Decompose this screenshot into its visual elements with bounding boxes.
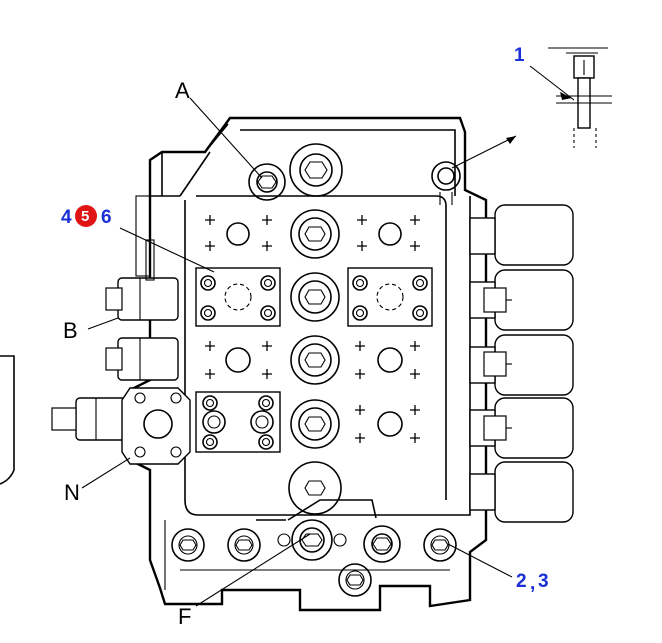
right-spool-caps <box>469 204 574 523</box>
cover-plate-lower <box>195 391 281 453</box>
bottom-fittings <box>171 499 457 597</box>
label-n: N <box>64 480 80 505</box>
label-1: 1 <box>514 45 525 66</box>
top-ports <box>248 143 461 205</box>
label-6: 6 <box>101 207 112 228</box>
label-3: 3 <box>538 571 549 592</box>
label-4: 4 <box>61 207 72 228</box>
left-spool-caps <box>51 195 179 441</box>
label-comma: , <box>530 573 535 594</box>
port-holes <box>225 222 403 437</box>
label-2: 2 <box>516 571 527 592</box>
label-b: B <box>63 318 78 343</box>
cover-plate-right <box>347 267 433 327</box>
valve-body <box>128 116 488 612</box>
cover-plate-left <box>195 267 281 327</box>
leader-lines <box>81 65 575 607</box>
label-a: A <box>175 78 190 103</box>
bolt-markers <box>205 215 420 443</box>
flange-n <box>121 387 191 465</box>
left-partial-housing <box>0 355 15 485</box>
detail-inset <box>548 47 612 148</box>
label-5: 5 <box>81 208 89 225</box>
badge-5 <box>75 205 97 227</box>
center-plugs <box>288 209 342 515</box>
label-f: F <box>178 604 191 629</box>
